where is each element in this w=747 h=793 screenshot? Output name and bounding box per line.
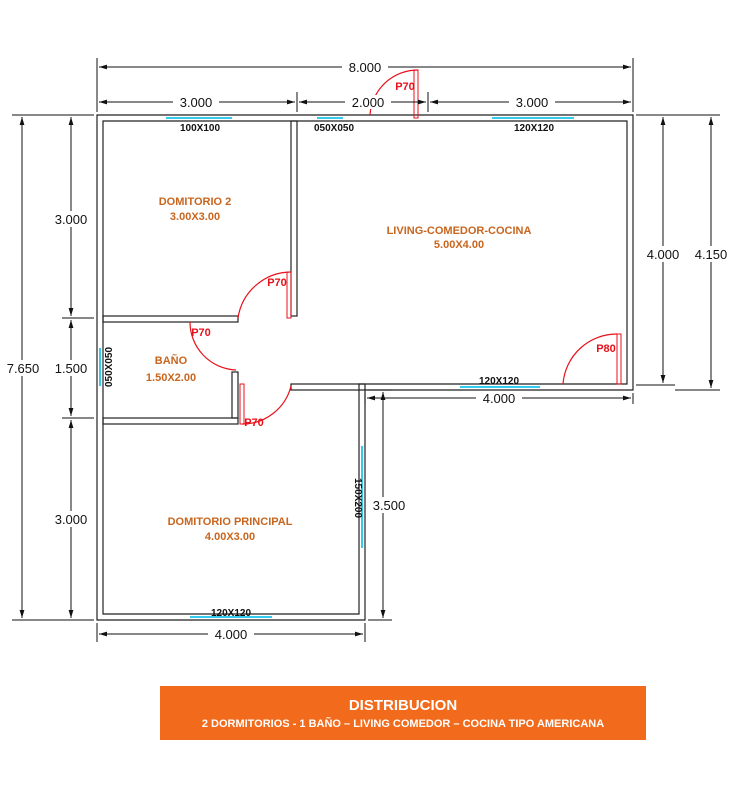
dim-left-top: 3.000 [55, 212, 88, 227]
dim-top-left: 3.000 [180, 95, 213, 110]
door-label-living: P80 [596, 343, 616, 355]
door-label-entry: P70 [395, 81, 415, 93]
dim-left-middle: 1.500 [55, 361, 88, 376]
room-size-dorm2: 3.00X3.00 [170, 211, 220, 223]
distribution-banner: DISTRIBUCION 2 DORMITORIOS - 1 BAÑO – LI… [160, 686, 646, 740]
floor-plan: 8.000 3.000 2.000 3.000 7.650 3.000 1.50… [6, 58, 728, 642]
window-label-principal-bottom: 120X120 [211, 608, 251, 619]
dim-left-total: 7.650 [7, 361, 40, 376]
window-label-hall-top: 050X050 [314, 123, 354, 134]
dim-bottom-width: 4.000 [215, 627, 248, 642]
dim-left-bottom: 3.000 [55, 512, 88, 527]
dim-right-inner: 4.000 [647, 247, 680, 262]
door-label-bath: P70 [191, 327, 211, 339]
dim-top-right: 3.000 [516, 95, 549, 110]
window-label-living-top: 120X120 [514, 123, 554, 134]
dim-overall-width: 8.000 [349, 60, 382, 75]
dim-top-middle: 2.000 [352, 95, 385, 110]
dim-living-bottom: 4.000 [483, 391, 516, 406]
window-label-principal-side: 150X200 [352, 478, 363, 518]
dim-principal-side: 3.500 [373, 498, 406, 513]
banner-subtitle: 2 DORMITORIOS - 1 BAÑO – LIVING COMEDOR … [201, 718, 605, 730]
dim-right-outer: 4.150 [695, 247, 728, 262]
room-size-principal: 4.00X3.00 [205, 531, 255, 543]
room-name-bath: BAÑO [155, 354, 188, 367]
banner-title: DISTRIBUCION [348, 697, 458, 714]
walls [96, 114, 634, 621]
room-name-dorm2: DOMITORIO 2 [159, 196, 232, 208]
room-size-bath: 1.50X2.00 [146, 372, 196, 384]
room-name-principal: DOMITORIO PRINCIPAL [168, 516, 293, 528]
door-label-principal: P70 [244, 417, 264, 429]
window-label-bath-side: 050X050 [104, 347, 115, 387]
window-label-dorm2-top: 100X100 [180, 123, 220, 134]
room-name-living: LIVING-COMEDOR-COCINA [387, 225, 532, 237]
room-size-living: 5.00X4.00 [434, 239, 484, 251]
windows [99, 117, 574, 618]
door-swings [189, 69, 622, 425]
door-label-dorm2: P70 [267, 277, 287, 289]
window-label-living-bottom: 120X120 [479, 376, 519, 387]
